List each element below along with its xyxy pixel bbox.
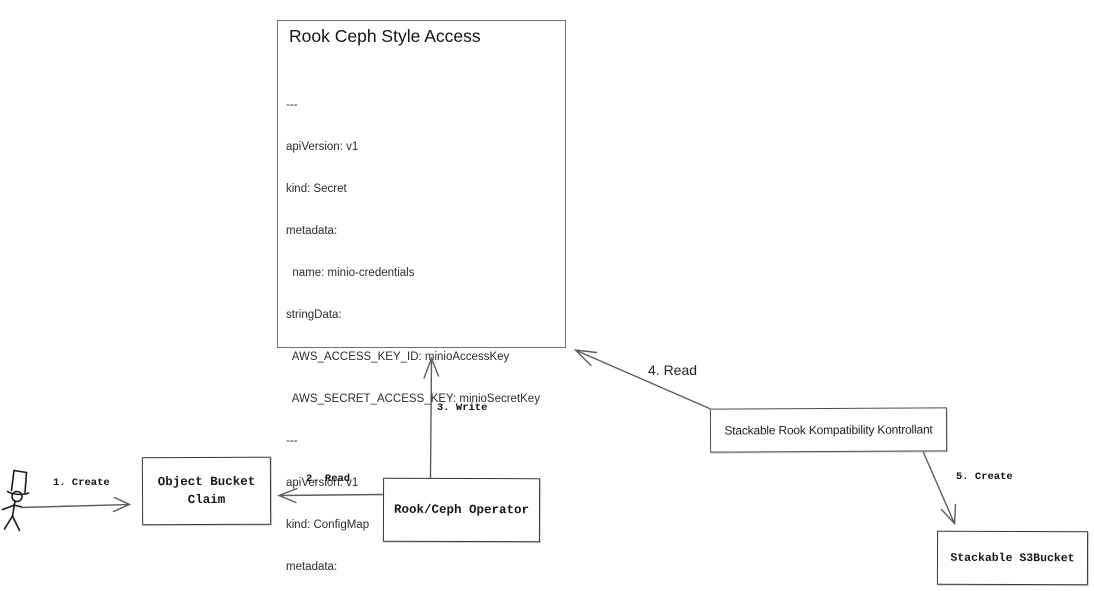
node-stackable-s3bucket: Stackable S3Bucket: [936, 530, 1089, 586]
yaml-line: AWS_SECRET_ACCESS_KEY: minioSecretKey: [286, 393, 540, 405]
edge-label-2-read: 2. Read: [306, 473, 351, 485]
edge-label-1-create: 1. Create: [53, 477, 110, 489]
yaml-line: kind: ConfigMap: [286, 519, 370, 531]
yaml-line: name: minio-credentials: [286, 267, 415, 279]
main-box-title: Rook Ceph Style Access: [289, 26, 481, 46]
yaml-line: metadata:: [286, 225, 338, 237]
edge-kontrollant-reads-resources: [573, 349, 711, 410]
yaml-line: kind: Secret: [286, 183, 347, 195]
yaml-line: apiVersion: v1: [286, 141, 359, 153]
yaml-snippet: --- apiVersion: v1 kind: Secret metadata…: [286, 70, 540, 591]
node-stackable-s3bucket-label: Stackable S3Bucket: [950, 551, 1075, 565]
node-stackable-kontrollant: Stackable Rook Kompatibility Kontrollant: [709, 407, 948, 453]
yaml-line: stringData:: [286, 309, 342, 321]
edge-kontrollant-creates-s3bucket: [922, 451, 957, 526]
edge-label-4-read: 4. Read: [648, 362, 698, 378]
node-rook-ceph-operator-label: Rook/Ceph Operator: [393, 502, 530, 518]
yaml-line: apiVersion: v1: [286, 477, 359, 489]
yaml-line: AWS_ACCESS_KEY_ID: minioAccessKey: [286, 351, 510, 363]
node-object-bucket-claim: Object Bucket Claim: [141, 456, 272, 526]
node-stackable-kontrollant-label: Stackable Rook Kompatibility Kontrollant: [724, 422, 933, 438]
edge-user-creates-obc: [20, 496, 132, 513]
node-object-bucket-claim-label: Object Bucket Claim: [157, 474, 256, 508]
yaml-line: ---: [286, 435, 298, 447]
node-rook-ceph-style-access: Rook Ceph Style Access --- apiVersion: v…: [277, 20, 566, 573]
stick-figure-icon: [1, 469, 30, 532]
edge-label-5-create: 5. Create: [956, 471, 1013, 483]
edge-label-3-write: 3. Write: [437, 402, 488, 414]
yaml-line: metadata:: [286, 561, 338, 573]
node-rook-ceph-operator: Rook/Ceph Operator: [382, 477, 541, 543]
yaml-line: ---: [286, 99, 298, 111]
